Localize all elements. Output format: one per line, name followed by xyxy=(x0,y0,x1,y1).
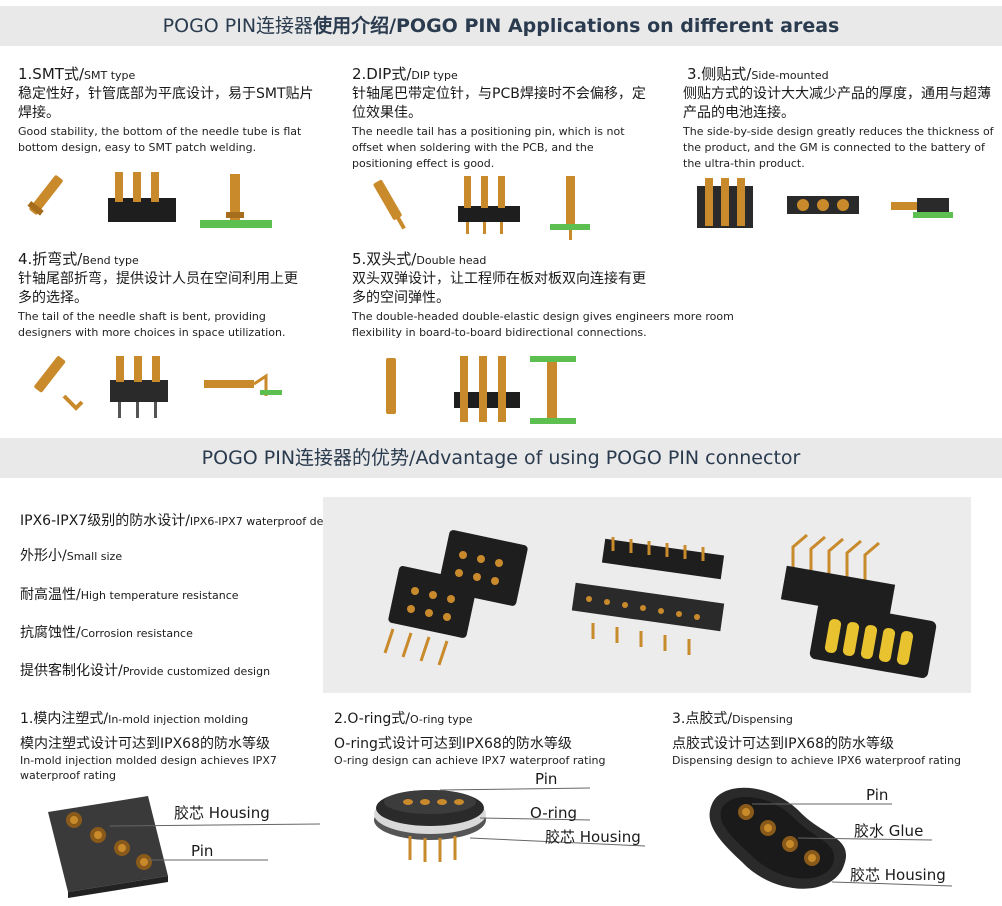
waterproof-description-cn: 模内注塑式设计可达到IPX68的防水等级 xyxy=(20,736,270,752)
in-mold-illustration xyxy=(48,796,321,898)
waterproof-description-en: In-mold injection molded design achieves… xyxy=(20,754,277,782)
waterproof-description-cn: O-ring式设计可达到IPX68的防水等级 xyxy=(334,736,572,752)
type-title: 4.折弯式/Bend type xyxy=(18,250,139,268)
waterproof-title: 2.O-ring式/O-ring type xyxy=(334,711,473,727)
type-title: 2.DIP式/DIP type xyxy=(352,65,458,83)
smt-pin-illustration xyxy=(27,172,272,228)
callout-pin: Pin xyxy=(191,842,214,860)
type-description-en: The side-by-side design greatly reduces … xyxy=(683,125,994,170)
waterproof-dispensing: 3.点胶式/Dispensing 点胶式设计可达到IPX68的防水等级 Disp… xyxy=(672,708,992,768)
waterproof-title: 1.模内注塑式/In-mold injection molding xyxy=(20,711,249,727)
type-double-head: 5.双头式/Double head 双头双弹设计，让工程师在板对板双向连接有更多… xyxy=(352,248,742,341)
waterproof-title: 3.点胶式/Dispensing xyxy=(672,711,793,727)
product-photo-panel xyxy=(323,497,971,693)
type-description-cn: 侧贴方式的设计大大减少产品的厚度，通用与超薄产品的电池连接。 xyxy=(683,86,991,121)
type-description-en: The tail of the needle shaft is bent, pr… xyxy=(18,310,286,339)
type-bend: 4.折弯式/Bend type 针轴尾部折弯，提供设计人员在空间利用上更多的选择… xyxy=(18,248,303,341)
banner-title: POGO PIN连接器的优势/Advantage of using POGO P… xyxy=(201,447,801,469)
banner-title-bold: 使用介绍/POGO PIN Applications on different … xyxy=(313,15,840,37)
type-title: 5.双头式/Double head xyxy=(352,250,487,268)
type-side-mounted: 3.侧贴式/Side-mounted 侧贴方式的设计大大减少产品的厚度，通用与超… xyxy=(683,63,998,172)
callout-glue: 胶水 Glue xyxy=(854,822,924,840)
advantage-item: 耐高温性/High temperature resistance xyxy=(20,587,239,603)
connector-products-image xyxy=(383,530,937,679)
type-description-cn: 针轴尾巴带定位针，与PCB焊接时不会偏移，定位效果佳。 xyxy=(352,86,646,121)
waterproof-description-cn: 点胶式设计可达到IPX68的防水等级 xyxy=(672,736,894,752)
type-smt: 1.SMT式/SMT type 稳定性好，针管底部为平底设计，易于SMT贴片焊接… xyxy=(18,63,318,156)
advantage-item: 外形小/Small size xyxy=(20,548,123,564)
waterproof-o-ring: 2.O-ring式/O-ring type O-ring式设计可达到IPX68的… xyxy=(334,708,654,768)
callout-pin: Pin xyxy=(535,770,558,788)
type-description-en: The needle tail has a positioning pin, w… xyxy=(352,125,625,170)
type-description-cn: 针轴尾部折弯，提供设计人员在空间利用上更多的选择。 xyxy=(18,271,298,306)
advantage-item: 抗腐蚀性/Corrosion resistance xyxy=(20,625,193,641)
advantage-item: 提供客制化设计/Provide customized design xyxy=(20,663,271,679)
callout-pin: Pin xyxy=(866,786,889,804)
callout-housing: 胶芯 Housing xyxy=(174,804,270,822)
bend-pin-illustration xyxy=(34,356,282,418)
type-title: 3.侧贴式/Side-mounted xyxy=(687,65,829,83)
o-ring-illustration xyxy=(374,787,646,862)
callout-housing: 胶芯 Housing xyxy=(850,866,946,884)
type-description-cn: 双头双弹设计，让工程师在板对板双向连接有更多的空间弹性。 xyxy=(352,271,646,306)
waterproof-description-en: O-ring design can achieve IPX7 waterproo… xyxy=(334,754,606,767)
banner-title-prefix: POGO PIN连接器 xyxy=(162,15,314,37)
callout-housing: 胶芯 Housing xyxy=(545,828,641,846)
dispensing-illustration xyxy=(709,787,953,889)
advantages-banner: POGO PIN连接器的优势/Advantage of using POGO P… xyxy=(0,438,1002,478)
waterproof-description-en: Dispensing design to achieve IPX6 waterp… xyxy=(672,754,962,767)
waterproof-in-mold: 1.模内注塑式/In-mold injection molding 模内注塑式设… xyxy=(20,708,320,783)
dip-pin-illustration xyxy=(373,176,590,240)
type-description-en: Good stability, the bottom of the needle… xyxy=(18,125,302,154)
type-description-cn: 稳定性好，针管底部为平底设计，易于SMT贴片焊接。 xyxy=(18,86,314,121)
type-description-en: The double-headed double-elastic design … xyxy=(352,310,734,339)
applications-banner: POGO PIN连接器使用介绍/POGO PIN Applications on… xyxy=(0,6,1002,46)
advantage-item: IPX6-IPX7级别的防水设计/IPX6-IPX7 waterproof de… xyxy=(20,513,347,529)
callout-o-ring: O-ring xyxy=(530,804,577,822)
type-title: 1.SMT式/SMT type xyxy=(18,65,136,83)
double-head-illustration xyxy=(386,356,576,424)
side-mounted-illustration xyxy=(697,178,953,228)
type-dip: 2.DIP式/DIP type 针轴尾巴带定位针，与PCB焊接时不会偏移，定位效… xyxy=(352,63,652,172)
